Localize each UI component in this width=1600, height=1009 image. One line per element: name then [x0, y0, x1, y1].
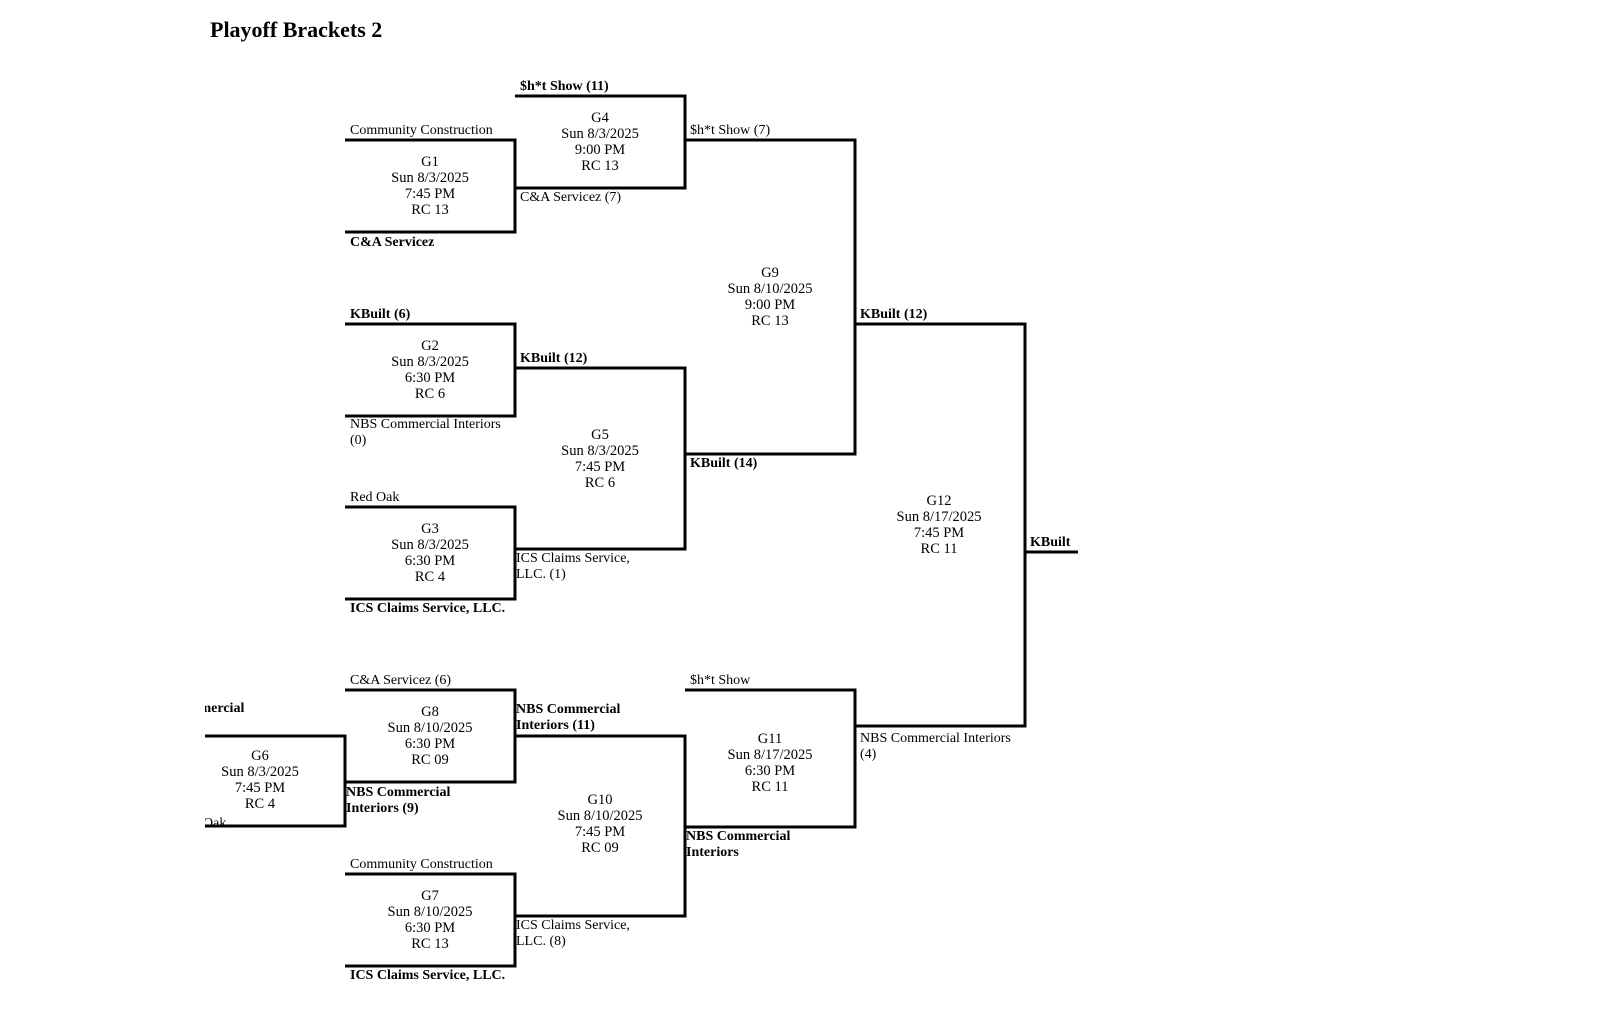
game-id: G5 [591, 427, 609, 443]
bracket-line-g3 [345, 505, 517, 601]
game-court: RC 13 [411, 936, 449, 952]
bracket-line-g9 [685, 138, 857, 456]
game-info-g2: G2 Sun 8/3/2025 6:30 PM RC 6 [365, 338, 495, 402]
team-label-g1-bottom: C&A Servicez [350, 235, 435, 250]
game-info-g3: G3 Sun 8/3/2025 6:30 PM RC 4 [365, 521, 495, 585]
game-date: Sun 8/3/2025 [391, 170, 469, 186]
game-court: RC 13 [411, 202, 449, 218]
bracket-line-g12 [855, 322, 1027, 728]
game-info-g12: G12 Sun 8/17/2025 7:45 PM RC 11 [874, 493, 1004, 557]
game-info-g8: G8 Sun 8/10/2025 6:30 PM RC 09 [365, 704, 495, 768]
game-time: 6:30 PM [404, 370, 456, 386]
game-time: 6:30 PM [404, 920, 456, 936]
game-time: 7:45 PM [404, 186, 456, 202]
team-label-g5-bottom: ICS Claims Service, LLC. (1) [516, 551, 630, 582]
champion-label: KBuilt [1030, 535, 1071, 550]
game-court: RC 11 [920, 541, 958, 557]
game-time: 6:30 PM [404, 736, 456, 752]
game-info-g7: G7 Sun 8/10/2025 6:30 PM RC 13 [365, 888, 495, 952]
game-info-g11: G11 Sun 8/17/2025 6:30 PM RC 11 [705, 731, 835, 795]
game-info-g9: G9 Sun 8/10/2025 9:00 PM RC 13 [705, 265, 835, 329]
game-id: G6 [251, 748, 269, 764]
game-time: 7:45 PM [913, 525, 965, 541]
game-court: RC 13 [751, 313, 789, 329]
team-label-g11-top: $h*t Show [690, 673, 751, 688]
game-id: G7 [421, 888, 439, 904]
game-id: G11 [757, 731, 783, 747]
game-court: RC 6 [414, 386, 446, 402]
game-time: 7:45 PM [574, 824, 626, 840]
game-id: G8 [421, 704, 439, 720]
game-date: Sun 8/3/2025 [561, 443, 639, 459]
team-label-g9-bottom: KBuilt (14) [690, 456, 758, 471]
team-label-g10-top: NBS Commercial Interiors (11) [516, 702, 621, 733]
game-time: 9:00 PM [574, 142, 626, 158]
game-time: 7:45 PM [574, 459, 626, 475]
team-label-g3-top: Red Oak [350, 490, 400, 505]
game-court: RC 09 [581, 840, 619, 856]
team-label-g8-bottom: NBS Commercial Interiors (9) [346, 785, 451, 816]
team-label-g2-bottom: NBS Commercial Interiors (0) [350, 417, 501, 448]
g6-label-clip: NBS Commercial Interiors Red Oak [205, 690, 305, 830]
team-label-g8-top: C&A Servicez (6) [350, 673, 452, 688]
bracket-line-g1 [345, 138, 517, 234]
game-date: Sun 8/3/2025 [221, 764, 299, 780]
game-id: G1 [421, 154, 439, 170]
team-label-g10-bottom: ICS Claims Service, LLC. (8) [516, 918, 630, 949]
team-label-g9-top: $h*t Show (7) [690, 123, 771, 138]
game-date: Sun 8/10/2025 [727, 281, 813, 297]
bracket-line-g7 [345, 872, 517, 968]
game-court: RC 11 [751, 779, 789, 795]
team-label-g6-bottom: Red Oak [205, 816, 227, 830]
game-info-g4: G4 Sun 8/3/2025 9:00 PM RC 13 [535, 110, 665, 174]
game-court: RC 4 [244, 796, 276, 812]
game-court: RC 4 [414, 569, 446, 585]
game-time: 7:45 PM [234, 780, 286, 796]
game-date: Sun 8/3/2025 [391, 537, 469, 553]
team-label-g11-bottom: NBS Commercial Interiors [686, 829, 791, 860]
game-time: 6:30 PM [744, 763, 796, 779]
game-id: G10 [587, 792, 613, 808]
game-info-g10: G10 Sun 8/10/2025 7:45 PM RC 09 [535, 792, 665, 856]
game-id: G3 [421, 521, 439, 537]
game-date: Sun 8/3/2025 [561, 126, 639, 142]
game-date: Sun 8/10/2025 [387, 720, 473, 736]
game-date: Sun 8/17/2025 [896, 509, 982, 525]
game-court: RC 6 [584, 475, 616, 491]
game-date: Sun 8/3/2025 [391, 354, 469, 370]
team-label-g12-bottom: NBS Commercial Interiors (4) [860, 731, 1011, 762]
team-label-g1-top: Community Construction [350, 123, 493, 138]
bracket-line-g11 [685, 688, 857, 829]
team-label-g7-bottom: ICS Claims Service, LLC. [350, 968, 506, 983]
team-label-g5-top: KBuilt (12) [520, 351, 588, 366]
game-date: Sun 8/10/2025 [557, 808, 643, 824]
game-id: G9 [761, 265, 779, 281]
team-label-g4-bottom: C&A Servicez (7) [520, 190, 622, 205]
game-date: Sun 8/10/2025 [387, 904, 473, 920]
bracket-line-g2 [345, 322, 517, 418]
team-label-g4-top: $h*t Show (11) [520, 79, 609, 94]
page-title: Playoff Brackets 2 [210, 17, 383, 42]
team-label-g12-top: KBuilt (12) [860, 307, 928, 322]
team-label-g7-top: Community Construction [350, 857, 493, 872]
team-label-g2-top: KBuilt (6) [350, 307, 411, 322]
team-label-g3-bottom: ICS Claims Service, LLC. [350, 601, 506, 616]
game-date: Sun 8/17/2025 [727, 747, 813, 763]
game-info-g6: G6 Sun 8/3/2025 7:45 PM RC 4 [195, 748, 325, 812]
team-label-g6-top: NBS Commercial Interiors [205, 701, 245, 716]
game-time: 6:30 PM [404, 553, 456, 569]
game-court: RC 13 [581, 158, 619, 174]
game-court: RC 09 [411, 752, 449, 768]
bracket-line-g5 [515, 366, 687, 551]
game-id: G4 [591, 110, 609, 126]
game-time: 9:00 PM [744, 297, 796, 313]
game-info-g5: G5 Sun 8/3/2025 7:45 PM RC 6 [535, 427, 665, 491]
bracket-line-g4 [515, 94, 687, 190]
game-id: G2 [421, 338, 439, 354]
game-info-g1: G1 Sun 8/3/2025 7:45 PM RC 13 [365, 154, 495, 218]
game-id: G12 [926, 493, 952, 509]
